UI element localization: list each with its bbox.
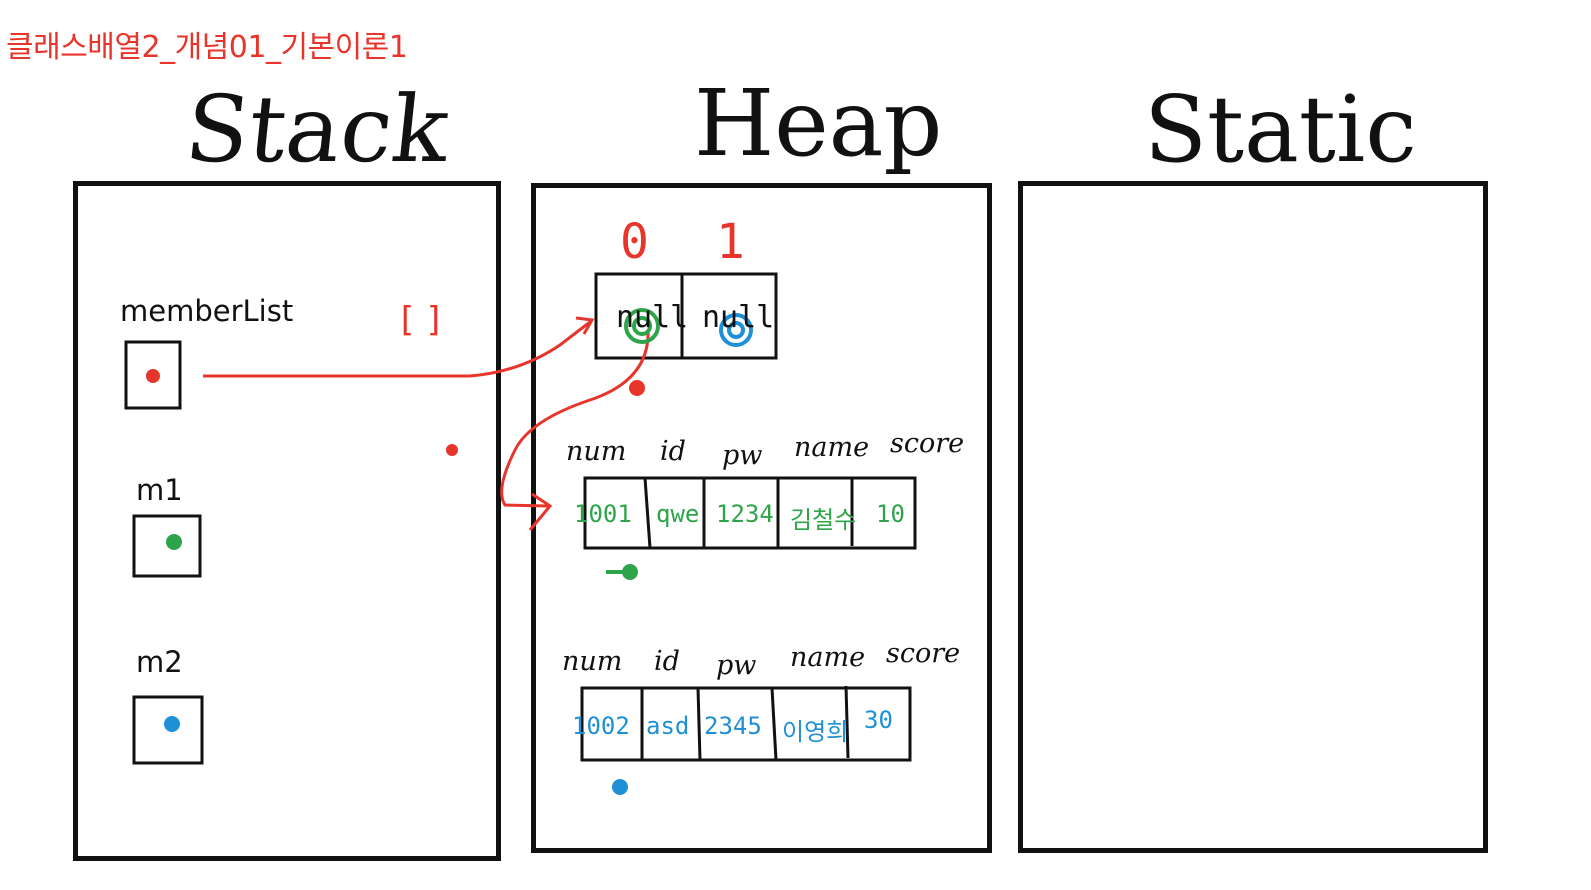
heap-panel <box>531 183 992 853</box>
memberlist-box <box>124 340 182 410</box>
m1-object-dot <box>622 564 638 580</box>
array-index-0: 0 <box>620 214 649 270</box>
slot0-arrow <box>500 329 650 508</box>
m2-ref-dot <box>164 716 180 732</box>
obj1-header-num: num <box>566 436 627 467</box>
obj2-header-score: score <box>886 638 961 669</box>
obj2-header-pw: pw <box>716 650 757 681</box>
m2-object-dot <box>612 779 628 795</box>
slot0-arrowhead <box>528 492 553 531</box>
obj1-value-pw: 1234 <box>716 500 774 528</box>
static-panel <box>1018 181 1488 853</box>
static-heading: Static <box>1144 76 1417 183</box>
obj2-value-pw: 2345 <box>704 712 762 740</box>
obj2-header-name: name <box>790 642 866 673</box>
array-slot-1: null <box>702 300 775 335</box>
memberlist-arrow <box>203 320 591 378</box>
m1-ref-dot <box>166 534 182 550</box>
m2-box <box>132 695 204 765</box>
obj1-header-name: name <box>794 432 870 463</box>
slot1-m2-marker <box>719 313 753 347</box>
array-type-label: [] <box>396 300 453 340</box>
m1-box <box>132 514 202 578</box>
member-object-1 <box>583 476 917 550</box>
slot0-m1-marker <box>624 308 660 344</box>
obj2-value-id: asd <box>646 712 690 740</box>
obj2-value-name: 이영희 <box>782 718 849 746</box>
obj2-value-score: 30 <box>864 706 893 734</box>
member-object-2 <box>580 685 912 762</box>
obj2-value-num: 1002 <box>572 712 630 740</box>
page-title: 클래스배열2_개념01_기본이론1 <box>6 30 408 65</box>
heap-heading: Heap <box>694 70 943 177</box>
m1-label: m1 <box>136 473 183 507</box>
obj1-value-num: 1001 <box>574 500 632 528</box>
stack-panel <box>73 181 501 861</box>
stray-ref-dot <box>446 444 458 456</box>
obj1-header-pw: pw <box>722 440 763 471</box>
memberlist-ref-dot <box>146 369 160 383</box>
obj2-header-num: num <box>562 646 623 677</box>
array-index-1: 1 <box>716 214 745 270</box>
obj1-value-id: qwe <box>656 500 700 528</box>
array-ref-dot <box>629 380 645 396</box>
array-slot-0: null <box>616 300 689 335</box>
m2-label: m2 <box>136 645 183 679</box>
obj2-header-id: id <box>654 646 680 677</box>
memberlist-label: memberList <box>120 294 294 328</box>
obj1-value-name: 김철수 <box>790 506 857 534</box>
obj1-header-score: score <box>890 428 965 459</box>
array-box <box>594 272 778 360</box>
memberlist-arrowhead <box>575 316 595 335</box>
obj1-value-score: 10 <box>876 500 905 528</box>
obj1-header-id: id <box>660 436 686 467</box>
